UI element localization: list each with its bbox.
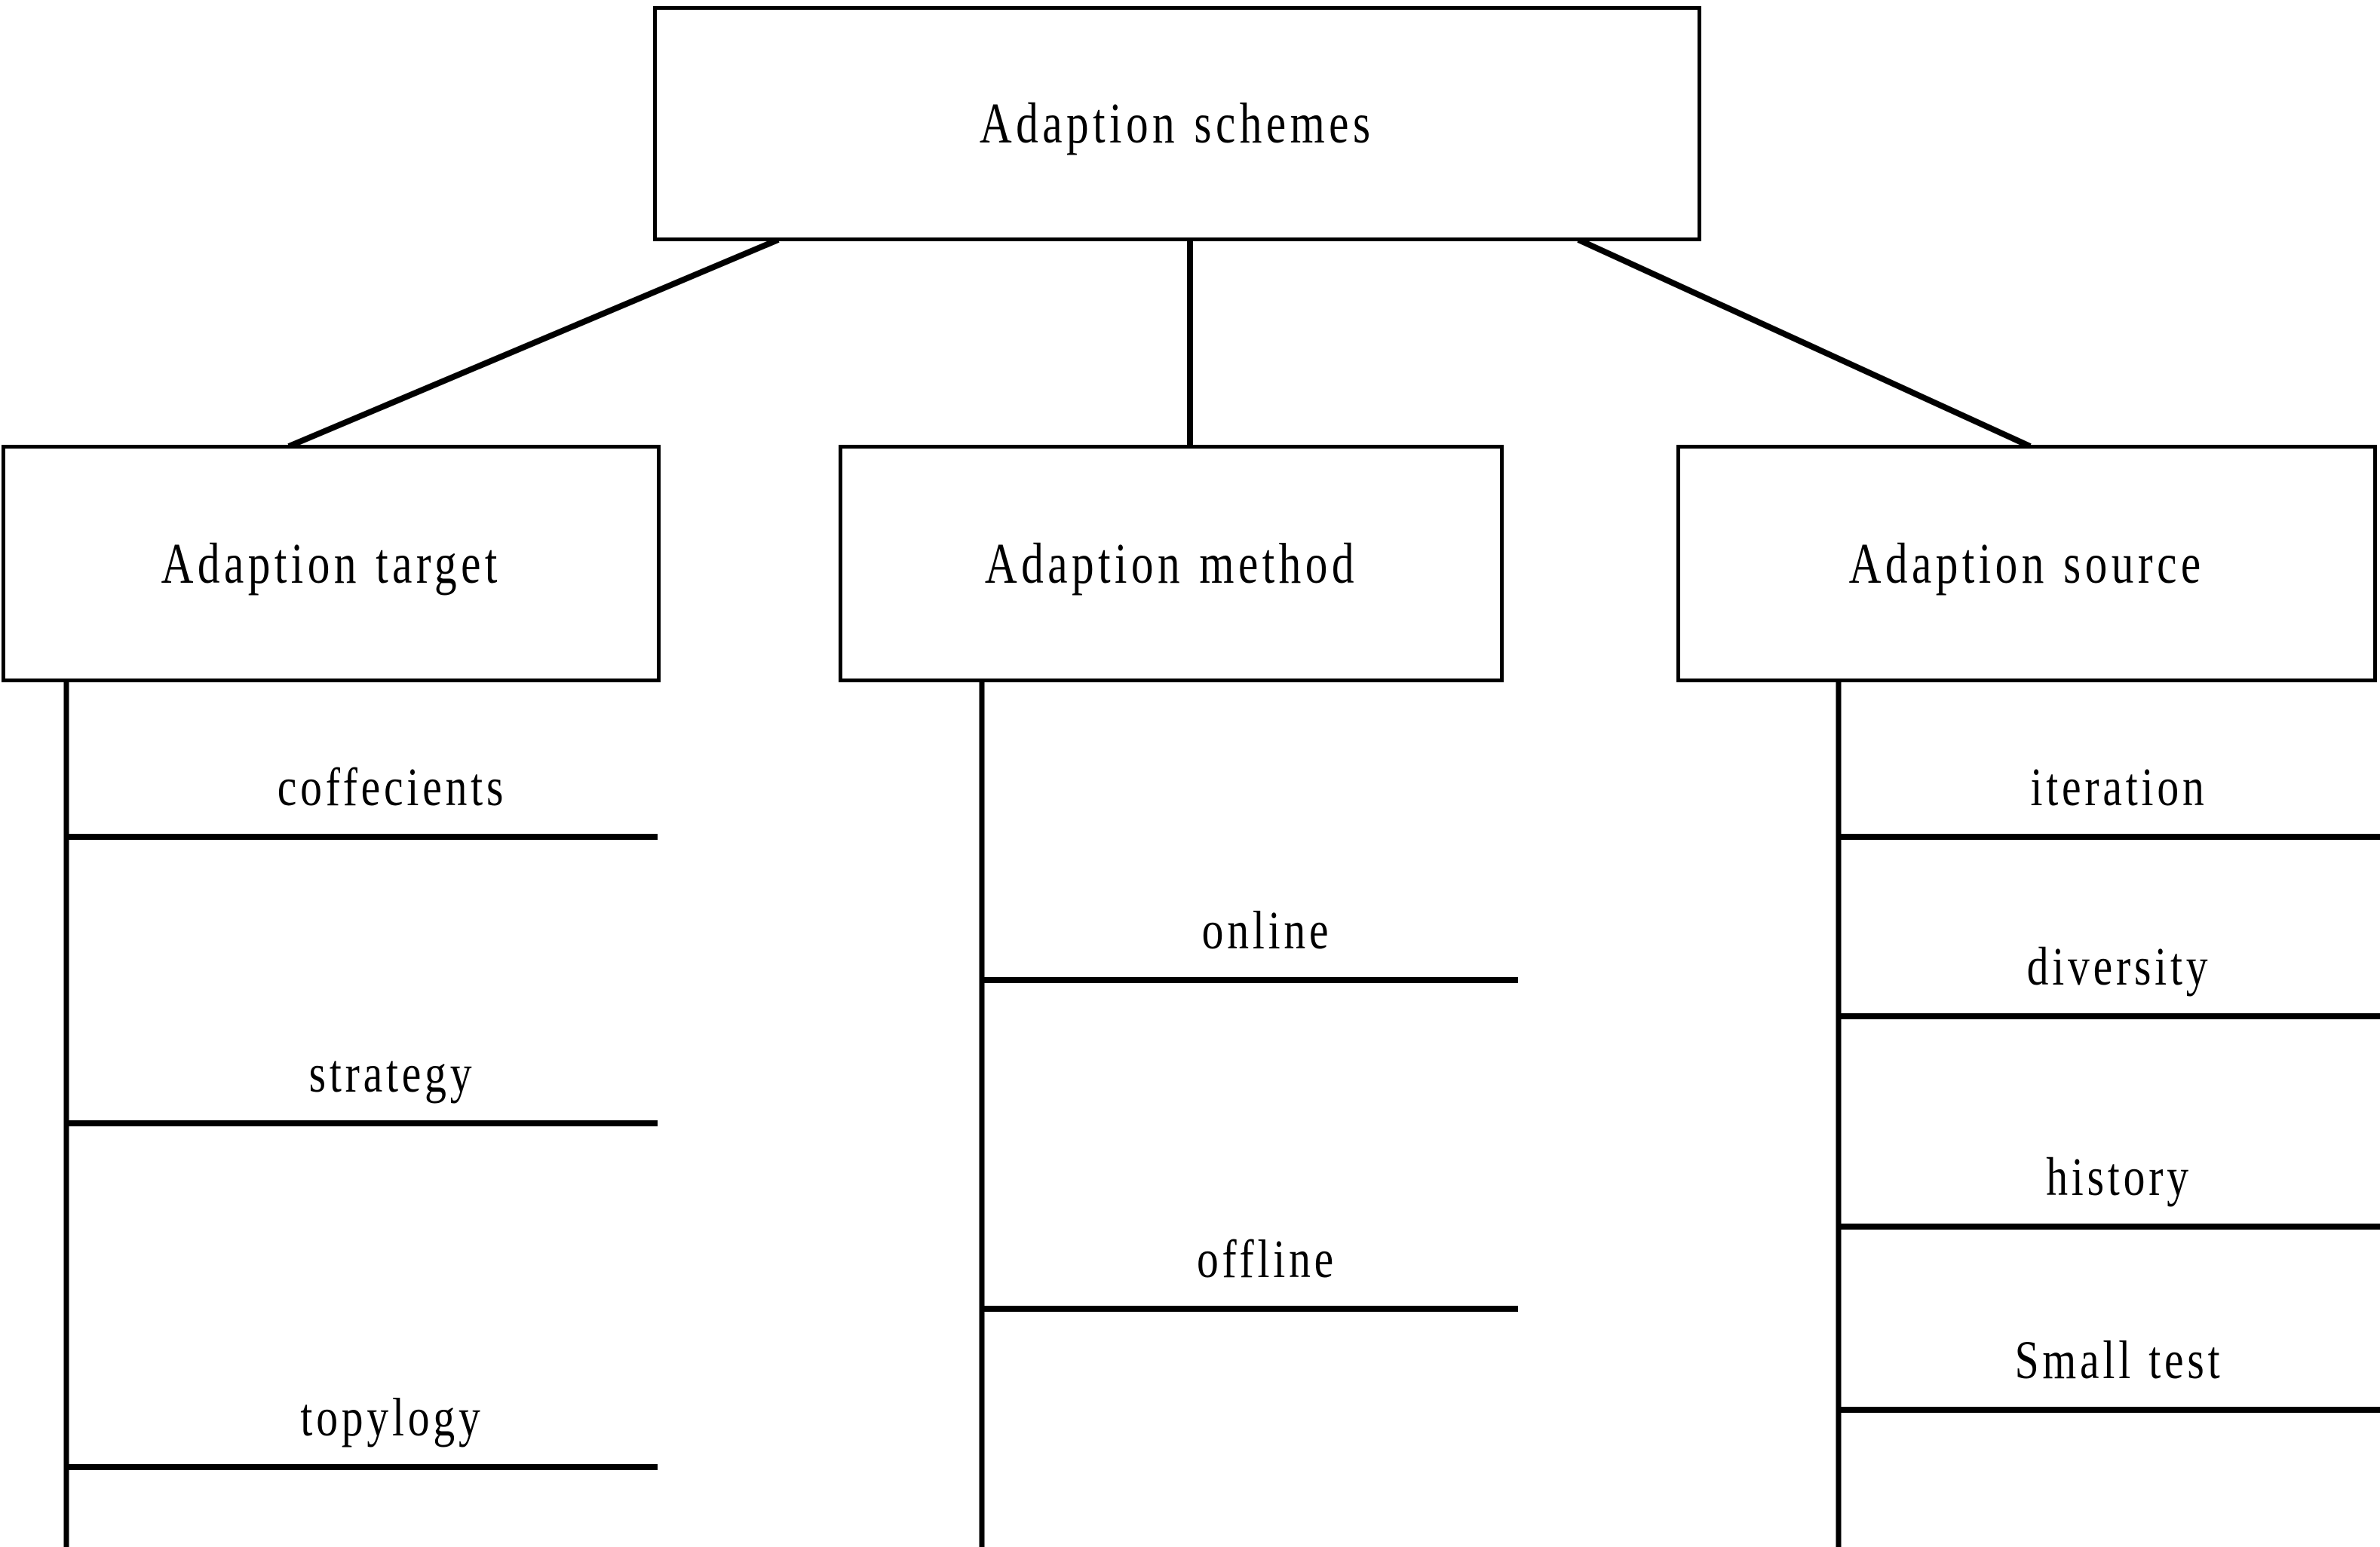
node-adaption-schemes[interactable]: Adaption schemes (653, 6, 1701, 241)
node-label-adaption-schemes: Adaption schemes (980, 92, 1375, 155)
node-label-adaption-method: Adaption method (984, 531, 1358, 596)
leaf-label-iteration[interactable]: iteration (2030, 757, 2208, 817)
node-label-adaption-source: Adaption source (1848, 531, 2205, 596)
leaf-label-diversity[interactable]: diversity (2026, 936, 2212, 997)
edge-root-to-adaption-source (1577, 237, 2032, 449)
edge-root-to-adaption-target (287, 237, 780, 449)
leaf-label-offline[interactable]: offline (1196, 1229, 1338, 1289)
leaf-label-small-test[interactable]: Small test (2014, 1330, 2224, 1390)
node-label-adaption-target: Adaption target (161, 531, 501, 596)
node-adaption-source[interactable]: Adaption source (1676, 445, 2377, 682)
leaf-label-topylogy[interactable]: topylogy (300, 1387, 484, 1447)
leaf-label-online[interactable]: online (1201, 900, 1333, 960)
node-adaption-method[interactable]: Adaption method (839, 445, 1504, 682)
node-adaption-target[interactable]: Adaption target (2, 445, 661, 682)
leaf-label-strategy[interactable]: strategy (308, 1043, 476, 1104)
leaf-label-history[interactable]: history (2046, 1147, 2192, 1207)
leaf-label-coffecients[interactable]: coffecients (277, 757, 508, 817)
